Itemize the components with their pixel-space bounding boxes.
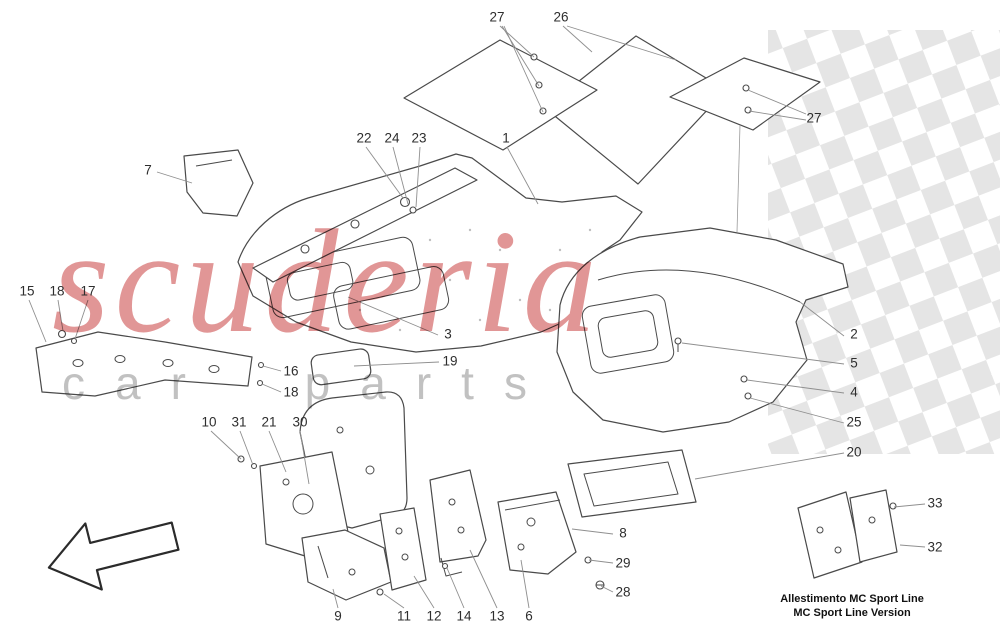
carpet-rear-pad [581, 294, 675, 374]
carpet-rear [556, 227, 849, 433]
part-number-5: 5 [850, 355, 858, 371]
part-number-17: 17 [80, 283, 96, 299]
part-number-6: 6 [525, 608, 533, 624]
part-number-2: 2 [850, 326, 858, 342]
part-number-11: 11 [396, 608, 412, 624]
part-number-30: 30 [292, 414, 308, 430]
part-number-23: 23 [411, 130, 427, 146]
part-number-7: 7 [144, 162, 152, 178]
part-number-27: 27 [806, 110, 822, 126]
part-number-22: 22 [356, 130, 372, 146]
part-number-25: 25 [846, 414, 862, 430]
carpet-main [237, 153, 643, 353]
floor-mat-front [403, 39, 598, 151]
version-note: Allestimento MC Sport Line MC Sport Line… [752, 592, 952, 620]
carpet-texture-dots [318, 228, 592, 332]
checkered-flag [768, 30, 1000, 454]
part-number-4: 4 [850, 384, 858, 400]
part-number-9: 9 [334, 608, 342, 624]
part-number-13: 13 [489, 608, 505, 624]
part-number-10: 10 [201, 414, 217, 430]
part-number-18: 18 [283, 384, 299, 400]
bracket-center [379, 507, 427, 591]
crossmember-bar [252, 167, 478, 283]
part-number-12: 12 [426, 608, 442, 624]
part-number-15: 15 [19, 283, 35, 299]
bracket-right [497, 491, 577, 575]
support-frame [567, 449, 697, 518]
part-number-14: 14 [456, 608, 472, 624]
version-note-line2: MC Sport Line Version [793, 607, 911, 619]
part-number-16: 16 [283, 363, 299, 379]
part-number-1: 1 [502, 130, 510, 146]
part-number-3: 3 [444, 326, 452, 342]
part-number-32: 32 [927, 539, 943, 555]
carpet-heel-pads [265, 236, 450, 330]
sport-line-plate [849, 489, 898, 563]
part-number-33: 33 [927, 495, 943, 511]
sill-trim-left [35, 331, 253, 397]
part-number-28: 28 [615, 584, 631, 600]
part-number-24: 24 [384, 130, 400, 146]
insulation-pad [310, 348, 372, 386]
part-number-20: 20 [846, 444, 862, 460]
part-number-27: 27 [489, 9, 505, 25]
part-number-8: 8 [619, 525, 627, 541]
part-number-18: 18 [49, 283, 65, 299]
bracket-mid [429, 469, 487, 563]
grommet [409, 206, 417, 214]
version-note-line1: Allestimento MC Sport Line [780, 593, 924, 605]
trim-flap [183, 149, 254, 217]
floor-mat-side [669, 57, 821, 131]
leader-lines [28, 25, 926, 609]
part-number-26: 26 [553, 9, 569, 25]
direction-arrow-icon [47, 521, 180, 591]
part-number-19: 19 [442, 353, 458, 369]
part-number-29: 29 [615, 555, 631, 571]
part-number-31: 31 [231, 414, 247, 430]
part-number-21: 21 [261, 414, 277, 430]
